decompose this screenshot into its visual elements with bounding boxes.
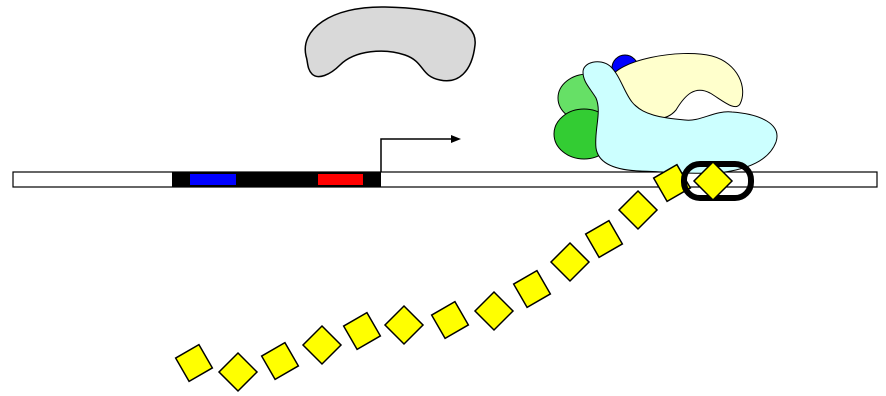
transcript-bead (383, 304, 425, 346)
promoter-element-blue (190, 174, 236, 185)
transcript-bead (301, 324, 343, 366)
transcript-bead (617, 189, 659, 231)
front-bead-layer (692, 160, 734, 202)
rna-transcript-chain (174, 163, 692, 393)
transcript-bead (512, 269, 552, 309)
transcript-bead (549, 241, 591, 283)
cyan-subunit (582, 61, 778, 174)
transcript-bead (692, 160, 734, 202)
transcript-bead (174, 343, 214, 383)
rna-polymerase-complex (553, 53, 778, 174)
transcript-bead (342, 311, 382, 351)
transcript-bead (473, 290, 515, 332)
transcription-start-arrow (380, 135, 461, 172)
transcript-bead (260, 341, 300, 381)
transcript-bead (217, 351, 259, 393)
gray-protein-shape (304, 6, 476, 82)
transcript-bead (584, 219, 624, 259)
polymerase-clamp-ring (681, 161, 754, 201)
transcript-bead (430, 300, 470, 340)
promoter-element-red (318, 174, 363, 185)
